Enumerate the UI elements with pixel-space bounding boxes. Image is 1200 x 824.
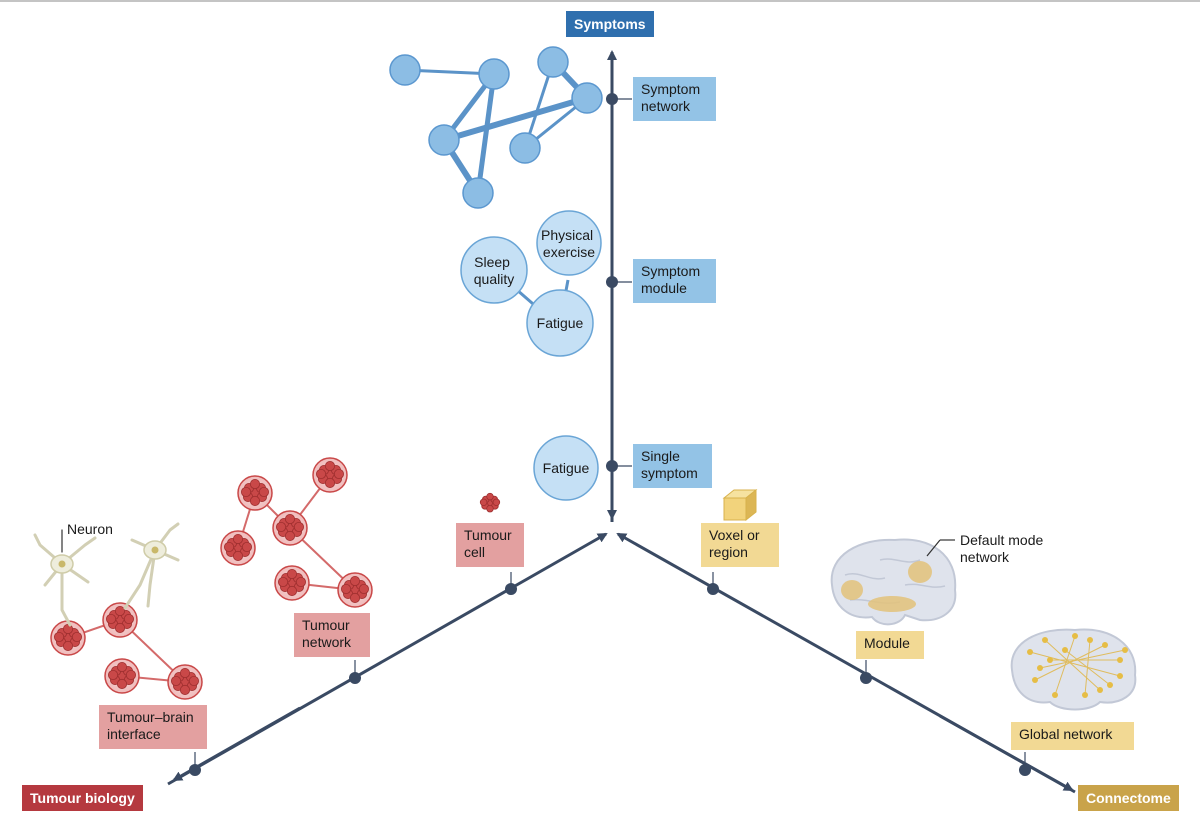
voxel-cube-icon	[722, 488, 758, 522]
sleep-quality-node	[460, 236, 528, 304]
symptom-module-label: Symptom module	[633, 259, 716, 303]
symptom-network-label: Symptom network	[633, 77, 716, 121]
symptom-module-graph	[460, 210, 602, 501]
tumour-cell-icon	[220, 530, 256, 566]
neuron-somas	[50, 540, 167, 574]
tumour-cell-icon	[104, 658, 140, 694]
voxel-region-label: Voxel or region	[701, 523, 779, 567]
connectome-axis	[616, 532, 1076, 794]
physical-exercise-node	[536, 210, 602, 276]
tumour-network-label: Tumour network	[294, 613, 370, 657]
tumour-brain-interface-label: Tumour–brain interface	[99, 705, 207, 749]
neuron-icon	[33, 522, 180, 627]
tumour-cell-label: Tumour cell	[456, 523, 524, 567]
tumour-cell-icon	[167, 664, 203, 700]
tumour-biology-axis-title: Tumour biology	[22, 785, 143, 811]
module-label: Module	[856, 631, 924, 659]
physical-exercise-label: Physical exercise	[541, 227, 597, 260]
tumour-cell-icon	[274, 565, 310, 601]
tumour-cell-icon	[50, 620, 86, 656]
default-mode-network-annotation: Default mode network	[960, 532, 1044, 565]
connectome-axis-title: Connectome	[1078, 785, 1179, 811]
symptom-network-nodes	[389, 46, 603, 209]
brain-global-icon	[1010, 628, 1137, 711]
tumour-cell-icon	[479, 492, 501, 513]
fatigue-single-label: Fatigue	[543, 460, 590, 476]
tumour-cell-icon	[337, 572, 373, 608]
tumour-cell-icon	[102, 602, 138, 638]
tumour-cell-icon	[237, 475, 273, 511]
fatigue-single-node	[533, 435, 599, 501]
sleep-quality-label: Sleep quality	[474, 254, 514, 287]
symptoms-axis-title: Symptoms	[566, 11, 654, 37]
fatigue-module-node	[526, 289, 594, 357]
tumour-cell-icon	[272, 510, 308, 546]
tumour-cell-icon	[312, 457, 348, 493]
neuron-annotation: Neuron	[67, 521, 113, 537]
axis-level-dots	[189, 93, 1031, 776]
brain-module-icon	[830, 538, 957, 626]
global-network-label: Global network	[1011, 722, 1134, 750]
tumour-cells	[50, 457, 501, 700]
tumour-biology-axis	[167, 532, 608, 786]
level-connectors	[194, 98, 1026, 770]
single-symptom-label: Single symptom	[633, 444, 712, 488]
fatigue-module-label: Fatigue	[537, 315, 584, 331]
